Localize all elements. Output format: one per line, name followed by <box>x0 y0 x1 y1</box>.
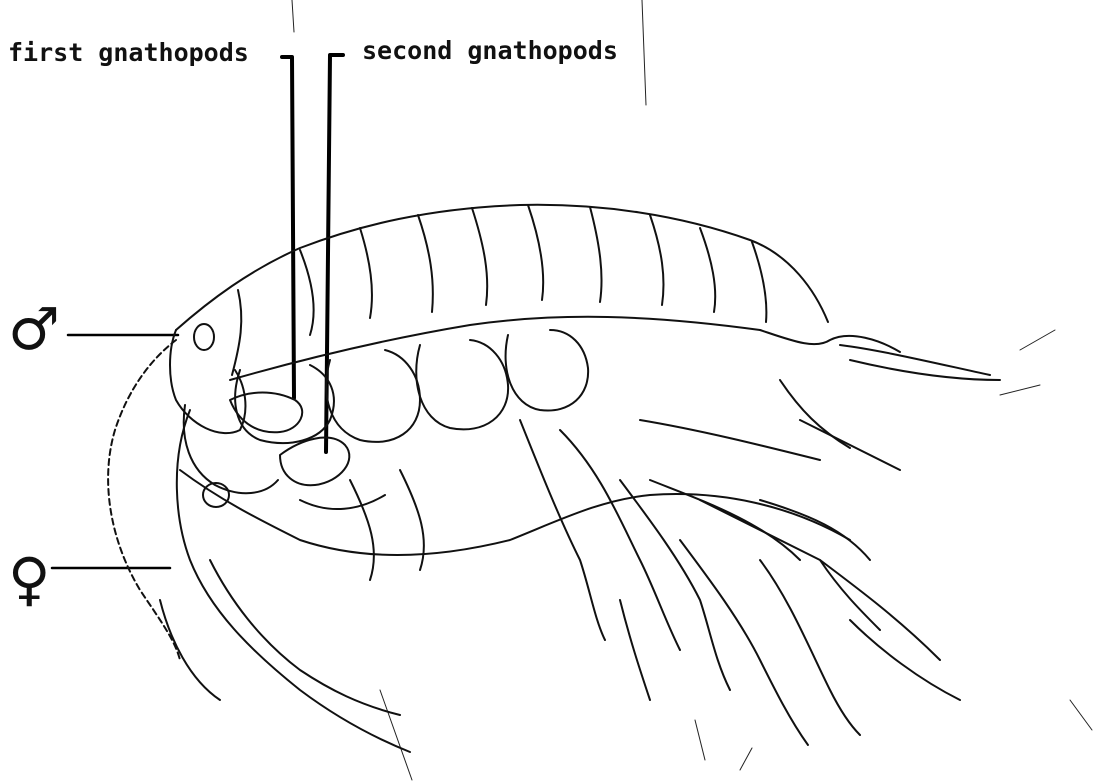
ventral-outline <box>180 470 850 555</box>
second-gnathopods-label: second gnathopods <box>362 38 618 63</box>
first-gnathopods-leader <box>282 57 294 398</box>
first-gnathopods-label: first gnathopods <box>8 40 249 65</box>
amphipod-body <box>108 205 1000 752</box>
head <box>170 330 245 433</box>
eye-upper <box>194 324 214 350</box>
pereopod-7 <box>760 560 860 735</box>
female-symbol: ♀ <box>8 550 50 608</box>
background-sketch-lines <box>292 0 1092 780</box>
pereopod-6 <box>680 540 808 745</box>
second-gnathopods-leader <box>326 55 343 452</box>
second-gnathopod <box>280 438 349 486</box>
male-symbol: ♂ <box>8 300 60 358</box>
pereopod-4 <box>560 430 680 650</box>
antenna-1 <box>108 340 180 660</box>
dorsal-outline <box>176 205 828 330</box>
antenna-2 <box>177 410 410 752</box>
